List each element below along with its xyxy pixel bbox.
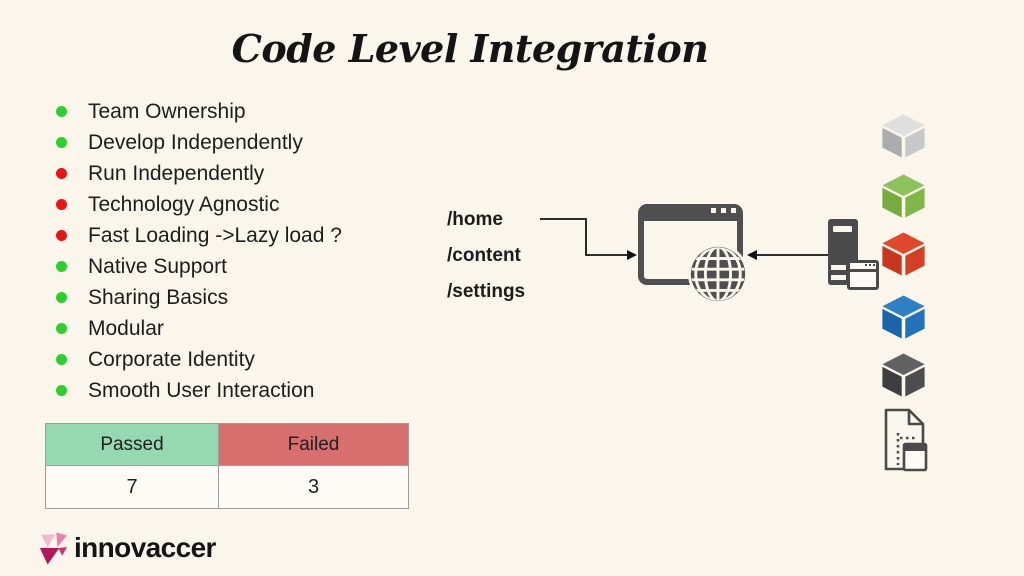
status-dot xyxy=(56,292,67,303)
list-item-label: Technology Agnostic xyxy=(88,192,280,216)
failed-count-cell: 3 xyxy=(218,465,409,509)
cube-dark-icon xyxy=(882,353,925,397)
page-title: Code Level Integration xyxy=(231,26,709,71)
list-item-label: Corporate Identity xyxy=(88,347,255,371)
list-item: Technology Agnostic xyxy=(50,189,342,220)
server-bar xyxy=(831,265,846,270)
table-header-row: Passed Failed xyxy=(45,423,409,466)
logo-text: innovaccer xyxy=(74,532,216,563)
route-label-settings: /settings xyxy=(447,281,526,302)
route-label-home: /home xyxy=(447,209,503,230)
results-table: Passed Failed 7 3 xyxy=(45,423,409,509)
document-export-icon xyxy=(884,408,928,472)
list-item-label: Run Independently xyxy=(88,161,265,185)
status-dot xyxy=(56,106,67,117)
window-dots xyxy=(711,208,736,213)
list-item-label: Team Ownership xyxy=(88,99,246,123)
table-value-row: 7 3 xyxy=(45,465,409,509)
list-item-label: Sharing Basics xyxy=(88,285,229,309)
innovaccer-logo: innovaccer xyxy=(36,529,216,567)
list-item: Native Support xyxy=(50,251,342,282)
list-item: Smooth User Interaction xyxy=(50,375,342,406)
server-slot xyxy=(833,226,852,232)
cube-red-icon xyxy=(882,232,925,276)
innovaccer-logo-mark-icon xyxy=(39,532,67,565)
status-dot xyxy=(56,385,67,396)
list-item: Fast Loading ->Lazy load ? xyxy=(50,220,342,251)
status-dot xyxy=(56,261,67,272)
passed-count-cell: 7 xyxy=(45,465,219,509)
status-dot xyxy=(56,354,67,365)
list-item: Modular xyxy=(50,313,342,344)
feature-list: Team Ownership Develop Independently Run… xyxy=(50,96,342,406)
mini-window-icon xyxy=(847,260,879,290)
list-item: Run Independently xyxy=(50,158,342,189)
list-item: Sharing Basics xyxy=(50,282,342,313)
list-item-label: Smooth User Interaction xyxy=(88,378,315,402)
cube-silver-icon xyxy=(882,114,925,158)
cube-green-icon xyxy=(882,174,925,218)
mini-window-dots xyxy=(865,264,875,266)
route-label-content: /content xyxy=(447,245,521,266)
status-dot xyxy=(56,168,67,179)
status-dot xyxy=(56,230,67,241)
cube-blue-icon xyxy=(882,295,925,339)
list-item-label: Modular xyxy=(88,316,164,340)
passed-header-cell: Passed xyxy=(45,423,219,466)
status-dot xyxy=(56,199,67,210)
status-dot xyxy=(56,323,67,334)
failed-header-cell: Failed xyxy=(218,423,409,466)
list-item-label: Native Support xyxy=(88,254,227,278)
list-item-label: Fast Loading ->Lazy load ? xyxy=(88,223,342,247)
globe-icon xyxy=(687,243,749,305)
server-bar xyxy=(831,275,846,280)
status-dot xyxy=(56,137,67,148)
list-item: Develop Independently xyxy=(50,127,342,158)
list-item: Team Ownership xyxy=(50,96,342,127)
list-item: Corporate Identity xyxy=(50,344,342,375)
list-item-label: Develop Independently xyxy=(88,130,303,154)
